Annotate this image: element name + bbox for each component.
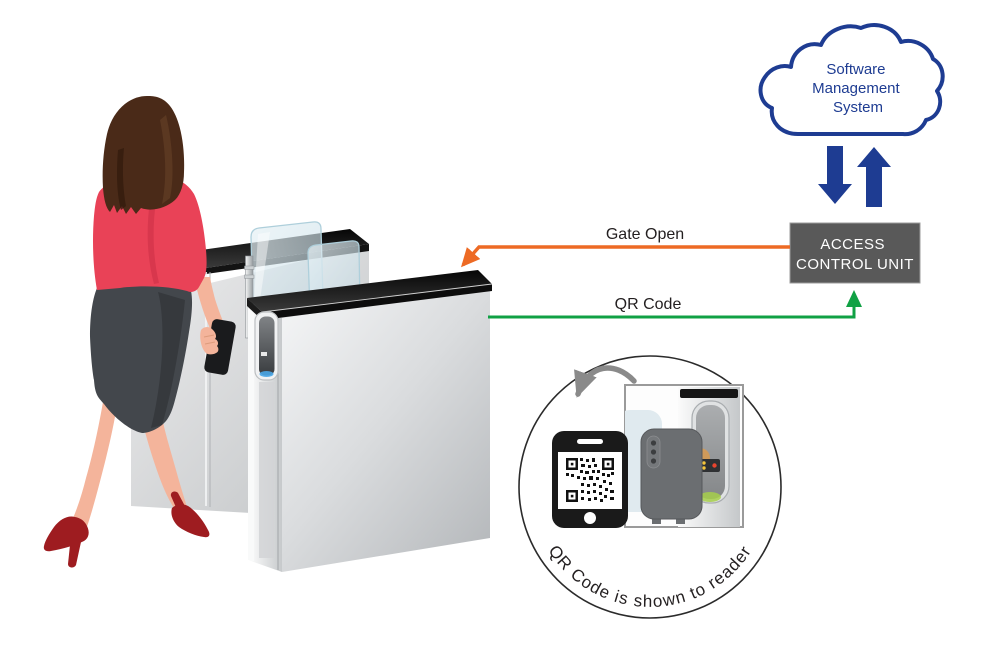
glass-highlight bbox=[254, 232, 270, 300]
sync-arrows bbox=[818, 146, 891, 207]
phone-speaker bbox=[577, 439, 603, 444]
hinge-collar-1 bbox=[244, 265, 255, 270]
photo-phone-stub-1 bbox=[652, 516, 661, 524]
skirt-shading bbox=[151, 292, 185, 428]
hinge-collar-2 bbox=[244, 274, 255, 279]
smartphone-qr-icon bbox=[552, 431, 628, 528]
woman-front-shoe bbox=[43, 516, 89, 552]
cloud-icon bbox=[758, 23, 945, 137]
qr-code-graphic bbox=[566, 458, 614, 502]
cloud-label: Software Management System bbox=[812, 61, 904, 116]
walking-woman bbox=[43, 96, 236, 568]
reader-slot bbox=[261, 352, 267, 356]
inset-circle: QR Code is shown to reader bbox=[518, 355, 782, 619]
end-face-bright-strip bbox=[248, 305, 254, 561]
led-red bbox=[712, 463, 717, 468]
camera-dot-1 bbox=[650, 440, 657, 446]
software-cloud: Software Management System bbox=[758, 23, 945, 137]
reader-blue-glow bbox=[259, 371, 274, 377]
gate-open-signal: Gate Open bbox=[461, 226, 790, 268]
woman-front-leg bbox=[60, 396, 118, 538]
reader-photo bbox=[624, 384, 744, 528]
qr-reader-device bbox=[254, 311, 279, 558]
reader-window bbox=[259, 316, 275, 376]
reader-channel bbox=[259, 382, 274, 558]
photo-reader-inner bbox=[696, 405, 725, 499]
camera-dot-2 bbox=[650, 449, 657, 455]
woman-back-shoe bbox=[171, 504, 210, 538]
glass-panel-left bbox=[250, 221, 324, 308]
phone-home-button bbox=[584, 512, 596, 524]
led-yellow-2 bbox=[702, 466, 706, 470]
photo-green-glow bbox=[699, 492, 721, 502]
acu-label: ACCESS CONTROL UNIT bbox=[796, 236, 914, 273]
near-cabinet-front-face bbox=[282, 288, 490, 572]
blouse-shading bbox=[147, 200, 159, 284]
turnstile-near-cabinet bbox=[247, 270, 493, 572]
finger-lines bbox=[203, 334, 216, 345]
curved-arrow-icon bbox=[574, 365, 637, 398]
woman-back-leg bbox=[143, 422, 190, 516]
gate-open-label: Gate Open bbox=[606, 226, 684, 243]
access-control-unit: ACCESS CONTROL UNIT bbox=[789, 222, 921, 284]
qr-code-label: QR Code bbox=[615, 296, 682, 313]
acu-box bbox=[789, 222, 921, 284]
gate-open-line bbox=[461, 245, 790, 268]
qr-code-line bbox=[488, 290, 862, 319]
photo-pillar-top-bar bbox=[680, 389, 738, 398]
down-arrow-icon bbox=[818, 146, 852, 204]
qr-code-signal: QR Code bbox=[488, 290, 862, 319]
hair-strand-2 bbox=[160, 115, 173, 204]
woman-hand bbox=[200, 327, 219, 355]
hair-strand-1 bbox=[117, 148, 126, 210]
near-cabinet-top-bevel bbox=[262, 284, 492, 320]
near-cabinet-black-top bbox=[247, 270, 492, 312]
camera-dot-3 bbox=[650, 458, 657, 464]
photo-phone-stub-2 bbox=[676, 516, 685, 524]
led-yellow-1 bbox=[702, 461, 706, 465]
top-edge-highlight bbox=[261, 283, 493, 313]
back-shoe-heel bbox=[170, 491, 186, 512]
front-shoe-heel bbox=[68, 542, 81, 568]
up-arrow-icon bbox=[857, 147, 891, 207]
